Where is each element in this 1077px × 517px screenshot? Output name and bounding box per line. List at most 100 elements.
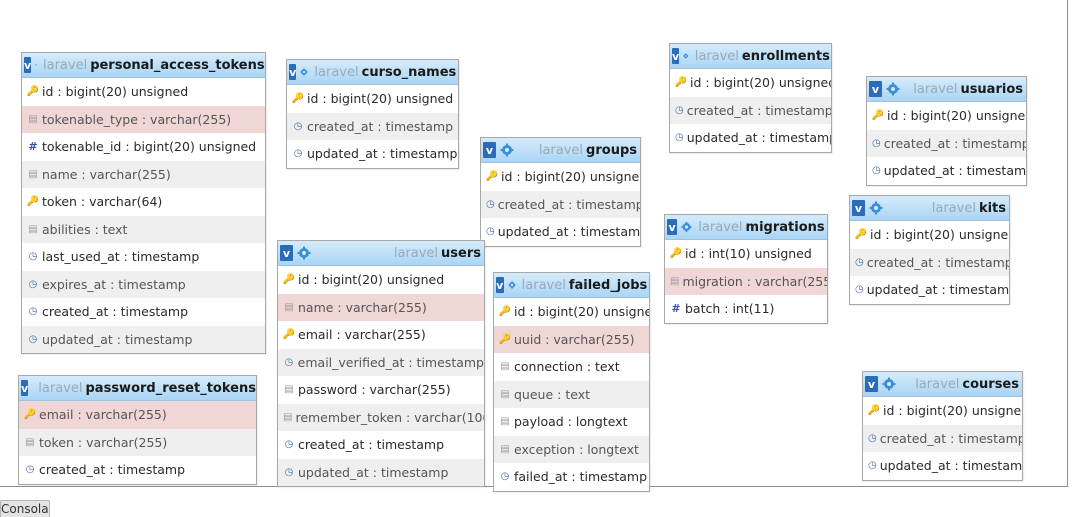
toggle-columns-button[interactable]: v [21, 380, 28, 396]
table-column-row[interactable]: ▤password : varchar(255) [278, 376, 484, 404]
table-column-row[interactable]: ◷updated_at : timestamp [278, 459, 484, 487]
console-tab[interactable]: Consola [0, 500, 50, 517]
table-column-row[interactable]: ▤migration : varchar(255) [665, 268, 827, 296]
table-column-row[interactable]: 🔑id : bigint(20) unsigned [287, 85, 458, 113]
table-column-row[interactable]: #batch : int(11) [665, 295, 827, 323]
table-column-row[interactable]: ▤exception : longtext [494, 436, 649, 464]
gear-icon[interactable] [683, 49, 689, 63]
table-column-row[interactable]: ▤queue : text [494, 381, 649, 409]
table-column-row[interactable]: ◷email_verified_at : timestamp [278, 349, 484, 377]
column-label: tokenable_id : bigint(20) unsigned [42, 139, 256, 154]
table-column-row[interactable]: ▤tokenable_type : varchar(255) [22, 106, 265, 134]
gear-icon[interactable] [35, 58, 37, 72]
table-column-row[interactable]: ◷updated_at : timestamp [863, 452, 1022, 480]
toggle-columns-button[interactable]: v [672, 48, 679, 64]
toggle-columns-button[interactable]: v [483, 142, 496, 158]
database-name: laravel [915, 377, 959, 392]
table-column-row[interactable]: ◷updated_at : timestamp [867, 157, 1026, 185]
table-column-row[interactable]: ▤payload : longtext [494, 408, 649, 436]
table-column-row[interactable]: ◷updated_at : timestamp [22, 326, 265, 354]
table-column-row[interactable]: 🔑id : bigint(20) unsigned [278, 266, 484, 294]
table-column-row[interactable]: ◷created_at : timestamp [287, 113, 458, 141]
table-column-row[interactable]: ◷failed_at : timestamp [494, 463, 649, 491]
table-column-row[interactable]: ▤remember_token : varchar(100) [278, 404, 484, 432]
gear-icon[interactable] [500, 143, 514, 157]
table-column-row[interactable]: ◷expires_at : timestamp [22, 271, 265, 299]
table-column-row[interactable]: 🔑id : bigint(20) unsigned [850, 221, 1009, 249]
table-column-row[interactable]: ◷updated_at : timestamp [670, 124, 831, 152]
toggle-columns-button[interactable]: v [667, 219, 677, 235]
table-column-row[interactable]: ◷created_at : timestamp [867, 130, 1026, 158]
table-column-row[interactable]: ▤token : varchar(255) [19, 429, 256, 457]
timestamp-icon: ◷ [868, 460, 877, 471]
toggle-columns-button[interactable]: v [852, 200, 865, 216]
toggle-columns-button[interactable]: v [24, 57, 31, 73]
toggle-columns-button[interactable]: v [289, 64, 296, 80]
gear-icon[interactable] [882, 377, 896, 391]
table-column-row[interactable]: ▤name : varchar(255) [22, 161, 265, 189]
gear-icon[interactable] [886, 82, 900, 96]
table-column-row[interactable]: 🔑id : bigint(20) unsigned [494, 298, 649, 326]
gear-icon[interactable] [508, 278, 516, 292]
table-column-row[interactable]: 🔑id : bigint(20) unsigned [22, 78, 265, 106]
table-column-row[interactable]: #tokenable_id : bigint(20) unsigned [22, 133, 265, 161]
table-column-row[interactable]: 🔑id : bigint(20) unsigned [867, 102, 1026, 130]
table-column-row[interactable]: ◷created_at : timestamp [22, 298, 265, 326]
table-column-row[interactable]: ▤name : varchar(255) [278, 294, 484, 322]
table-column-row[interactable]: 🔑token : varchar(64) [22, 188, 265, 216]
table-column-row[interactable]: ◷last_used_at : timestamp [22, 243, 265, 271]
table-column-row[interactable]: 🔑id : bigint(20) unsigned [481, 163, 640, 191]
table-column-row[interactable]: 🔑id : int(10) unsigned [665, 240, 827, 268]
table-column-row[interactable]: 🔑uuid : varchar(255) [494, 326, 649, 354]
table-column-row[interactable]: ◷updated_at : timestamp [481, 218, 640, 246]
table-column-row[interactable]: 🔑id : bigint(20) unsigned [863, 397, 1022, 425]
toggle-columns-button[interactable]: v [865, 376, 878, 392]
table-column-row[interactable]: ◷created_at : timestamp [850, 249, 1009, 277]
gear-icon[interactable] [681, 220, 692, 234]
gear-icon[interactable] [297, 246, 311, 260]
table-column-row[interactable]: 🔑email : varchar(255) [278, 321, 484, 349]
table-column-row[interactable]: ◷updated_at : timestamp [287, 140, 458, 168]
gear-icon[interactable] [300, 65, 308, 79]
gear-icon[interactable] [869, 201, 883, 215]
table-column-row[interactable]: ◷created_at : timestamp [670, 97, 831, 125]
table-column-row[interactable]: ◷created_at : timestamp [863, 425, 1022, 453]
toggle-columns-button[interactable]: v [869, 81, 882, 97]
toggle-columns-button[interactable]: v [496, 277, 504, 293]
text-field-icon: ▤ [27, 224, 39, 235]
table-column-row[interactable]: ◷created_at : timestamp [19, 456, 256, 484]
table-column-row[interactable]: ◷created_at : timestamp [481, 191, 640, 219]
column-label: token : varchar(64) [42, 194, 162, 209]
table-column-row[interactable]: ▤connection : text [494, 353, 649, 381]
table-column-row[interactable]: ◷created_at : timestamp [278, 431, 484, 459]
key-icon: 🔑 [670, 248, 682, 259]
toggle-columns-button[interactable]: v [280, 245, 293, 261]
table-column-row[interactable]: 🔑id : bigint(20) unsigned [670, 69, 831, 97]
table-column-row[interactable]: ▤abilities : text [22, 216, 265, 244]
key-icon: 🔑 [27, 86, 39, 97]
table-column-row[interactable]: ◷updated_at : timestamp [850, 276, 1009, 304]
table-column-row[interactable]: 🔑email : varchar(255) [19, 401, 256, 429]
